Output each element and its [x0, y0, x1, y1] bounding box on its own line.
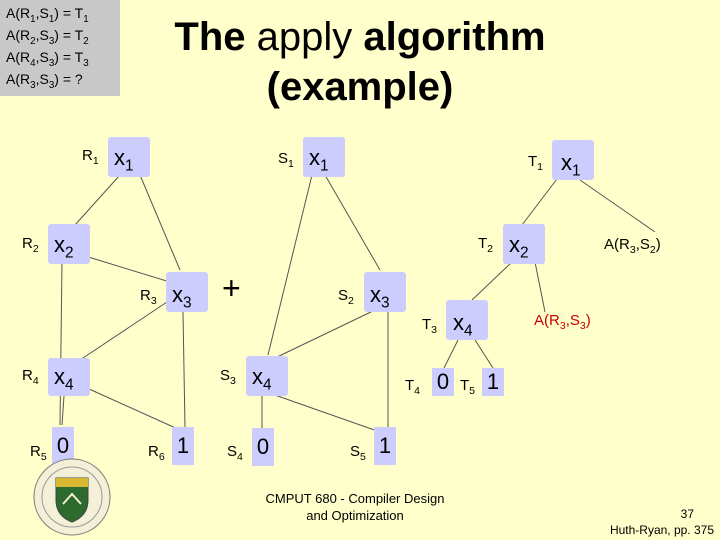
node-label-s4: S4: [227, 443, 243, 463]
info-line-4: A(R3,S3) = ?: [6, 71, 83, 91]
node-r1: [108, 137, 150, 177]
node-t4: 0: [432, 368, 454, 396]
node-s5: 1: [374, 427, 396, 465]
node-label-r5: R5: [30, 443, 47, 463]
node-label-t5: T5: [460, 377, 476, 397]
annotation-apply-r3-s2: A(R3,S2): [604, 236, 661, 256]
node-var-t2: x2: [509, 232, 529, 262]
node-r3: [166, 272, 208, 312]
edge-r2-r5: [59, 261, 63, 426]
edge-s1-s2: [324, 174, 381, 271]
node-label-s2: S2: [338, 287, 354, 307]
node-label-t3: T3: [422, 316, 438, 336]
node-label-t1: T1: [528, 153, 544, 173]
node-label-r6: R6: [148, 443, 165, 463]
page-info: 37 Huth-Ryan, pp. 375: [610, 506, 714, 538]
node-var-s3: x4: [252, 364, 272, 394]
node-var-r3: x3: [172, 282, 192, 312]
node-var-s2: x3: [370, 282, 390, 312]
edge-t3-t4: [443, 339, 459, 369]
edge-r1-r2: [74, 174, 121, 226]
footer-line-2: and Optimization: [306, 508, 404, 523]
info-box: A(R1,S1) = T1 A(R2,S3) = T2 A(R4,S3) = T…: [0, 0, 120, 96]
page-reference: Huth-Ryan, pp. 375: [609, 523, 714, 537]
edge-t1-t2: [521, 174, 561, 226]
node-s4: 0: [252, 428, 274, 466]
node-var-s1: x1: [309, 145, 329, 175]
node-label-r1: R1: [82, 147, 99, 167]
node-r5: 0: [52, 427, 74, 465]
edge-r1-r3: [139, 174, 181, 271]
edge-s1-s3: [267, 174, 313, 356]
edge-s2-s3: [274, 309, 376, 359]
node-r2: [48, 224, 90, 264]
info-line-1: A(R1,S1) = T1: [6, 5, 89, 25]
node-var-r1: x1: [114, 145, 134, 175]
edge-t3-t5: [474, 339, 494, 369]
node-label-s1: S1: [278, 150, 294, 170]
edge-r3-r4: [79, 299, 171, 361]
node-s3: [246, 356, 288, 396]
footer-course-title: CMPUT 680 - Compiler Design and Optimiza…: [255, 490, 455, 524]
node-s1: [303, 137, 345, 177]
node-var-t3: x4: [453, 310, 473, 340]
node-var-r4: x4: [54, 364, 74, 394]
slide-title: The apply algorithm (example): [120, 12, 600, 112]
node-t1: [552, 140, 594, 180]
edge-r4-r5: [61, 395, 65, 426]
node-t3: [446, 300, 488, 340]
footer-line-1: CMPUT 680 - Compiler Design: [265, 491, 445, 506]
node-label-r4: R4: [22, 367, 39, 387]
node-label-s3: S3: [220, 367, 236, 387]
node-label-r2: R2: [22, 235, 39, 255]
node-var-t1: x1: [561, 150, 581, 180]
node-t5: 1: [482, 368, 504, 396]
node-label-r3: R3: [140, 287, 157, 307]
edge-t2-tree: [534, 261, 546, 313]
edge-r4-r6: [77, 383, 181, 431]
edge-s3-s5: [271, 393, 381, 433]
title-line-1: The apply algorithm: [174, 15, 546, 59]
node-s2: [364, 272, 406, 312]
node-r6: 1: [172, 427, 194, 465]
edge-r2-r3: [84, 255, 171, 283]
node-var-r2: x2: [54, 232, 74, 262]
edge-t2-t3: [471, 261, 513, 301]
info-line-2: A(R2,S3) = T2: [6, 27, 89, 47]
page-number: 37: [680, 507, 694, 521]
node-label-t4: T4: [405, 377, 421, 397]
plus-sign: +: [222, 270, 241, 306]
title-line-2: (example): [266, 65, 454, 109]
annotation-apply-r3-s3: A(R3,S3): [534, 312, 591, 332]
edge-r3-r6: [182, 311, 186, 429]
node-t2: [503, 224, 545, 264]
edge-t1-tree: [579, 179, 656, 233]
node-r4: [48, 358, 90, 396]
node-label-t2: T2: [478, 235, 494, 255]
node-label-s5: S5: [350, 443, 366, 463]
info-line-3: A(R4,S3) = T3: [6, 49, 89, 69]
